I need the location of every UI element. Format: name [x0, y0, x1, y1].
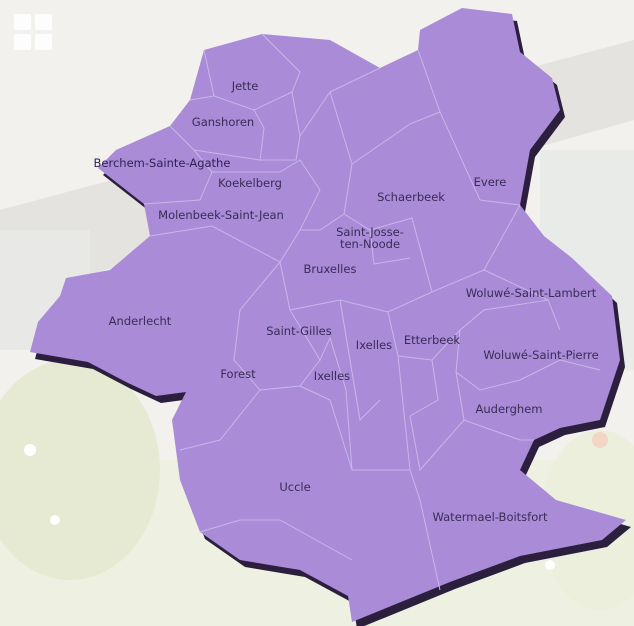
grid-square [14, 14, 31, 30]
commune-borders [143, 33, 601, 591]
label-uccle[interactable]: Uccle [279, 480, 310, 494]
grid-square [14, 34, 31, 50]
label-etterbeek[interactable]: Etterbeek [404, 333, 461, 347]
label-forest[interactable]: Forest [220, 367, 256, 381]
label-watermael-boitsfort[interactable]: Watermael-Boitsfort [433, 510, 548, 524]
region-fill [30, 8, 626, 622]
grid-square [35, 34, 52, 50]
label-saint-josse-line1[interactable]: Saint-Josse- [336, 225, 404, 239]
label-schaerbeek[interactable]: Schaerbeek [377, 190, 445, 204]
label-koekelberg[interactable]: Koekelberg [218, 176, 282, 190]
label-molenbeek-saint-jean[interactable]: Molenbeek-Saint-Jean [158, 208, 284, 222]
label-woluwe-saint-lambert[interactable]: Woluwé-Saint-Lambert [466, 286, 597, 300]
label-auderghem[interactable]: Auderghem [476, 402, 543, 416]
label-woluwe-saint-pierre[interactable]: Woluwé-Saint-Pierre [483, 348, 598, 362]
label-ixelles-south[interactable]: Ixelles [314, 369, 350, 383]
label-evere[interactable]: Evere [474, 175, 507, 189]
label-berchem-sainte-agathe[interactable]: Berchem-Sainte-Agathe [94, 156, 231, 170]
label-ganshoren[interactable]: Ganshoren [192, 115, 254, 129]
label-ixelles-north[interactable]: Ixelles [356, 338, 392, 352]
grid-menu-icon[interactable] [14, 14, 54, 52]
label-saint-josse-line2[interactable]: ten-Noode [340, 237, 400, 251]
grid-square [35, 14, 52, 30]
label-jette[interactable]: Jette [231, 79, 259, 93]
commune-labels: Jette Ganshoren Berchem-Sainte-Agathe Ko… [94, 79, 599, 524]
label-bruxelles[interactable]: Bruxelles [304, 262, 357, 276]
label-anderlecht[interactable]: Anderlecht [109, 314, 172, 328]
label-saint-gilles[interactable]: Saint-Gilles [266, 324, 331, 338]
